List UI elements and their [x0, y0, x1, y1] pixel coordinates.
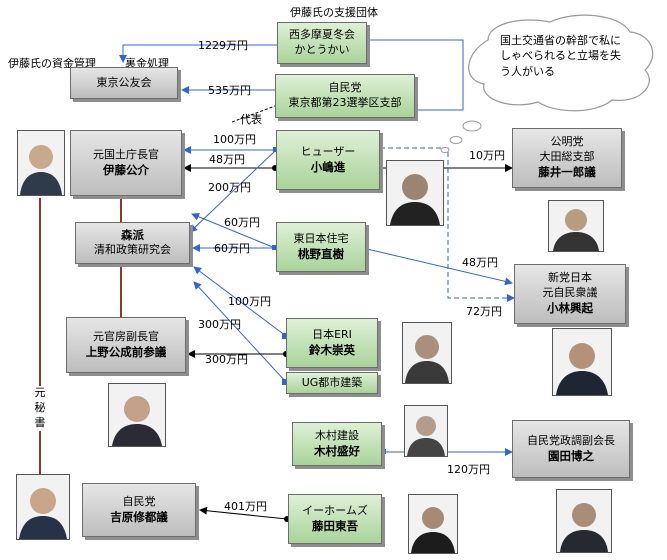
arrow-200 [189, 149, 277, 233]
node-shinto-line1: 新党日本 [548, 271, 592, 285]
portrait-kobayashi-photo [552, 328, 612, 396]
node-higashinihon-line2: 桃野直樹 [298, 246, 344, 261]
amount-1229: 1229万円 [198, 39, 248, 52]
node-ueno[interactable]: 元官房副長官 上野公成前参議 [66, 317, 186, 373]
arrow-401 [199, 506, 288, 520]
arrow-48b [366, 248, 513, 286]
node-eri-line1: 日本ERI [312, 327, 352, 341]
amount-100b: 100万円 [228, 295, 271, 308]
representative-line [231, 105, 276, 123]
bracket-nishitama-jiminto [368, 39, 464, 111]
amount-72: 72万円 [466, 305, 502, 318]
amount-535: 535万円 [208, 84, 251, 97]
node-ehomes-line1: イーホームズ [302, 503, 368, 517]
node-morihabatsu[interactable]: 森派 清和政策研究会 [75, 222, 190, 264]
node-ito-line2: 伊藤公介 [103, 162, 149, 177]
node-komeito-line3: 藤井一郎議 [538, 165, 596, 180]
node-huser-line1: ヒューザー [300, 144, 356, 158]
node-ug-line1: UG都市建築 [301, 375, 363, 389]
back-processing-label: 裏金処理 [125, 57, 169, 70]
node-nishitama-line2: かとうかい [294, 43, 350, 56]
node-ug[interactable]: UG都市建築 [286, 372, 378, 394]
amount-48b: 48万円 [462, 256, 498, 269]
arrow-72 [380, 147, 515, 302]
node-ehomes[interactable]: イーホームズ 藤田東吾 [288, 494, 382, 544]
amount-60a: 60万円 [224, 216, 260, 229]
node-ehomes-line2: 藤田東吾 [312, 518, 358, 533]
speech-bubble-text: 国土交通省の幹部で私にしゃべられると立場を失う人がいる [500, 34, 621, 78]
speech-bubble [440, 14, 654, 153]
node-komeito-line2: 大田総支部 [539, 150, 595, 164]
node-sonoda-line2: 園田博之 [548, 448, 594, 463]
node-higashinihon-line1: 東日本住宅 [293, 231, 349, 245]
portrait-kojima-photo [386, 160, 444, 226]
amount-300b: 300万円 [205, 353, 248, 366]
amount-120: 120万円 [447, 463, 490, 476]
amount-300a: 300万円 [198, 318, 241, 331]
node-ito-line1: 元国土庁長官 [93, 147, 159, 161]
node-ueno-line1: 元官房副長官 [93, 329, 159, 343]
arrow-1229 [119, 44, 277, 63]
representative-label: 代表 [240, 113, 262, 126]
arrow-60a [191, 212, 276, 249]
node-eri-line2: 鈴木崇英 [309, 342, 355, 357]
node-jiminto-23[interactable]: 自民党 東京都第23選挙区支部 [275, 74, 415, 118]
arrow-100b [193, 266, 287, 337]
node-yoshihara[interactable]: 自民党 吉原修都議 [82, 483, 196, 537]
node-ueno-line2: 上野公成前参議 [85, 344, 167, 359]
node-ito[interactable]: 元国土庁長官 伊藤公介 [70, 130, 182, 196]
portrait-suzuki-photo [402, 322, 452, 384]
amount-48a: 48万円 [209, 153, 245, 166]
node-shinto[interactable]: 新党日本 元自民衆議 小林興起 [514, 264, 626, 324]
node-kimura-line2: 木村盛好 [314, 443, 360, 458]
portrait-fujii-photo [548, 200, 604, 252]
portrait-sonoda-photo [556, 489, 612, 553]
arrow-300a [193, 281, 287, 383]
portrait-ueno-photo [108, 383, 166, 447]
node-jiminto-23-line2: 東京都第23選挙区支部 [288, 96, 402, 109]
fund-management-label: 伊藤氏の資金管理 [8, 57, 96, 70]
former-secretary-label: 元秘書 [34, 386, 46, 431]
amount-10: 10万円 [469, 149, 505, 162]
amount-100a: 100万円 [213, 133, 256, 146]
node-nishitama-line1: 西多摩夏冬会 [289, 28, 355, 42]
node-tokyo-koyukai[interactable]: 東京公友会 [70, 67, 178, 99]
node-yoshihara-line2: 吉原修都議 [110, 509, 168, 524]
node-shinto-line3: 小林興起 [547, 301, 593, 316]
node-huser-line2: 小嶋進 [310, 159, 346, 174]
node-sonoda[interactable]: 自民党政調副会長 園田博之 [512, 420, 630, 478]
amount-200: 200万円 [208, 181, 251, 194]
node-tokyo-koyukai-line1: 東京公友会 [96, 75, 152, 89]
portrait-yoshihara-photo [16, 474, 70, 540]
node-kimura[interactable]: 木村建設 木村盛好 [292, 422, 382, 466]
node-komeito-line1: 公明党 [550, 135, 584, 149]
amount-60b: 60万円 [214, 242, 250, 255]
support-group-label: 伊藤氏の支援団体 [290, 6, 378, 19]
node-morihabatsu-line1: 森派 [121, 227, 144, 242]
node-nishitama[interactable]: 西多摩夏冬会 かとうかい [277, 22, 367, 64]
node-higashinihon[interactable]: 東日本住宅 桃野直樹 [276, 222, 366, 272]
portrait-fujita-photo [408, 494, 458, 554]
node-huser[interactable]: ヒューザー 小嶋進 [276, 130, 380, 190]
node-sonoda-line1: 自民党政調副会長 [527, 433, 615, 447]
node-shinto-line2: 元自民衆議 [542, 286, 598, 300]
portrait-ito-photo [17, 130, 65, 196]
amount-401: 401万円 [224, 500, 267, 513]
node-eri[interactable]: 日本ERI 鈴木崇英 [286, 318, 378, 368]
node-yoshihara-line1: 自民党 [122, 494, 156, 508]
node-komeito[interactable]: 公明党 大田総支部 藤井一郎議 [512, 128, 622, 188]
portrait-kimura-photo [404, 405, 448, 457]
node-jiminto-23-line1: 自民党 [328, 81, 362, 95]
node-morihabatsu-line2: 清和政策研究会 [94, 243, 171, 257]
node-kimura-line1: 木村建設 [315, 428, 359, 442]
